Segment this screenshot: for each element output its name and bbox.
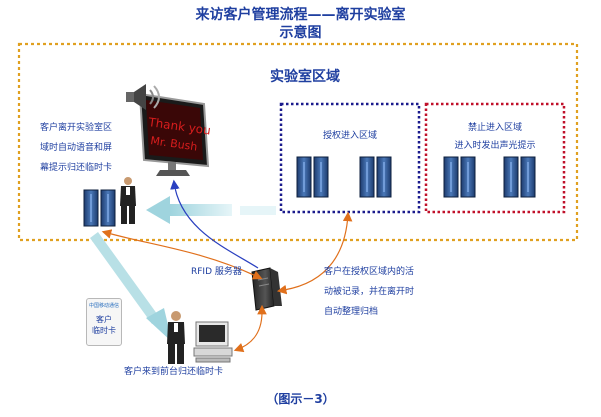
right-note-line: 自动整理归档 bbox=[324, 307, 379, 317]
figure-caption: （图示－3） bbox=[266, 392, 335, 406]
bottom-note: 客户来到前台归还临时卡 bbox=[124, 367, 224, 377]
card-line2: 临时卡 bbox=[92, 326, 116, 335]
forbidden-zone-label: 禁止进入区域 bbox=[467, 123, 522, 133]
server-to-desk-arrow bbox=[233, 304, 267, 353]
authorized-zone-label: 授权进入区域 bbox=[322, 131, 377, 141]
lab-area-label: 实验室区域 bbox=[270, 69, 340, 85]
left-note-line: 域时自动语音和屏 bbox=[40, 143, 113, 153]
forbidden-zone-alarm-note: 进入时发出声光提示 bbox=[454, 141, 536, 151]
card-brand: 中国移动通信 bbox=[88, 303, 119, 309]
front-desk-computer bbox=[193, 321, 233, 363]
card-line1: 客户 bbox=[96, 315, 112, 324]
server-to-authorized-arrow bbox=[276, 211, 353, 295]
led-screen bbox=[138, 92, 210, 176]
turnstile-authorized-left bbox=[296, 156, 329, 198]
exit-flow-arrow bbox=[146, 196, 276, 224]
temporary-card: 中国移动通信 客户 临时卡 bbox=[86, 298, 122, 346]
diagram-title-line1: 来访客户管理流程——离开实验室 bbox=[195, 7, 406, 23]
server-to-screen-arrow bbox=[170, 179, 259, 269]
rfid-server bbox=[251, 267, 282, 311]
right-note: 客户在授权区域内的活 动被记录，并在离开时 自动整理归档 bbox=[324, 262, 454, 322]
speaker-icon bbox=[126, 84, 160, 110]
visitor-person-exit bbox=[120, 177, 136, 224]
rfid-server-label: RFID 服务器 bbox=[191, 267, 242, 277]
turnstile-forbidden-right bbox=[503, 156, 536, 198]
server-to-exit-arrow bbox=[101, 229, 263, 280]
right-note-line: 动被记录，并在离开时 bbox=[324, 287, 415, 297]
right-note-line: 客户在授权区域内的活 bbox=[324, 267, 415, 277]
left-note-line: 客户离开实验室区 bbox=[40, 123, 113, 133]
turnstile-authorized-right bbox=[359, 156, 392, 198]
visitor-person-desk bbox=[167, 311, 185, 364]
left-note-line: 幕提示归还临时卡 bbox=[40, 163, 113, 173]
diagram-title-line2: 示意图 bbox=[279, 25, 322, 41]
forbidden-zone-border bbox=[424, 102, 566, 214]
turnstile-forbidden-left bbox=[443, 156, 476, 198]
left-note: 客户离开实验室区 域时自动语音和屏 幕提示归还临时卡 bbox=[40, 118, 140, 178]
turnstile-exit bbox=[83, 189, 116, 227]
